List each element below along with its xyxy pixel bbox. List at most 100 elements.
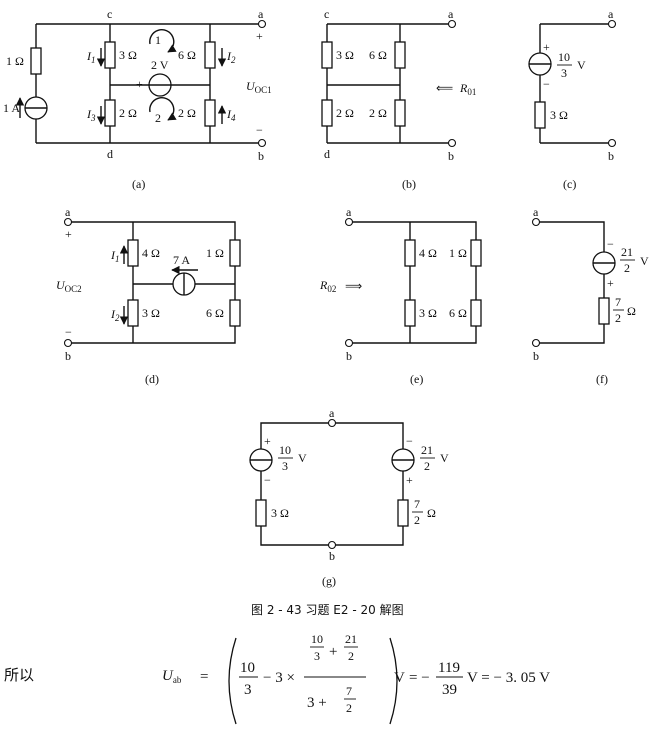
resistor-1ohm — [470, 239, 482, 267]
resistor-label: 2 Ω — [119, 106, 137, 120]
inner-a-numerator: 10 — [311, 632, 323, 646]
circuit-b: c d a b 3 Ω 6 Ω 2 Ω 2 Ω ⟸ R01 (b) — [321, 7, 476, 191]
resistor-label: 3 Ω — [419, 306, 437, 320]
output-voltage-label: UOC2 — [56, 278, 82, 294]
resistor-3ohm — [404, 299, 416, 327]
output-plus: + — [256, 29, 263, 43]
term1-numerator: 10 — [240, 660, 255, 676]
resistor-7-2ohm — [598, 297, 610, 325]
resistor-label: 6 Ω — [369, 48, 387, 62]
node-label-b: b — [533, 349, 539, 363]
resistor-label: 3 Ω — [142, 306, 160, 320]
equation-equals: = — [200, 669, 208, 685]
terminal-a-node — [344, 217, 354, 227]
resistor-label: 3 Ω — [271, 506, 289, 520]
resistor-numerator: 7 — [615, 295, 621, 309]
resistor-label: 4 Ω — [142, 246, 160, 260]
equation-equals-minus: = − — [409, 670, 430, 686]
terminal-b-node — [607, 138, 617, 148]
current-source-label: 1 A — [3, 101, 20, 115]
node-label-a: a — [448, 7, 454, 21]
arrow-left-icon: ⟸ — [436, 81, 453, 95]
terminal-b-node — [63, 338, 73, 348]
resistor-6ohm — [394, 41, 406, 69]
resistor-label: 3 Ω — [550, 108, 568, 122]
right-source-numerator: 21 — [421, 443, 433, 457]
source-denominator: 3 — [561, 66, 567, 80]
node-label-a: a — [533, 205, 539, 219]
circuit-c: a b + − 10 3 V 3 Ω (c) — [528, 7, 617, 191]
resistor-2ohm-right — [204, 99, 216, 127]
caption-a: (a) — [132, 177, 145, 191]
caption-f: (f) — [596, 372, 608, 386]
resistor-3ohm — [321, 41, 333, 69]
resistor-label: 1 Ω — [6, 54, 24, 68]
term1-denominator: 3 — [244, 682, 252, 698]
node-label-d: d — [324, 147, 330, 161]
arrow-right-icon: ⟹ — [345, 279, 362, 293]
terminal-a-node — [607, 19, 617, 29]
inner-b-numerator: 21 — [345, 632, 357, 646]
polarity-plus: + — [543, 40, 550, 54]
equation-lhs: Uab — [162, 668, 182, 685]
voltage-source-label: 2 V — [151, 58, 169, 72]
current-label: I3 — [86, 107, 96, 123]
polarity-plus: + — [607, 276, 614, 290]
node-label-c: c — [107, 7, 112, 21]
terminal-a-node — [531, 217, 541, 227]
resistor-7-2ohm — [397, 499, 409, 527]
inner-den-a: 3 + — [307, 695, 327, 711]
node-label-b: b — [329, 549, 335, 563]
polarity-minus: − — [406, 434, 413, 448]
resistor-label: 4 Ω — [419, 246, 437, 260]
node-label-b: b — [608, 149, 614, 163]
figure-caption: 图 2 - 43 习题 E2 - 20 解图 — [251, 603, 404, 617]
resistor-2ohm-right — [394, 99, 406, 127]
resistor-1ohm — [30, 47, 42, 75]
equation-minus-times: − 3 × — [263, 670, 295, 686]
current-label: I1 — [86, 49, 96, 65]
right-resistor-denominator: 2 — [414, 513, 420, 527]
node-label-b: b — [346, 349, 352, 363]
left-source-numerator: 10 — [279, 443, 291, 457]
inner-plus: + — [329, 644, 337, 660]
node-label-a: a — [346, 205, 352, 219]
terminal-a-node — [327, 418, 337, 428]
output-minus: − — [65, 325, 72, 339]
equation-prefix: 所以 — [4, 666, 34, 684]
result-numerator: 119 — [438, 660, 460, 676]
output-plus: + — [65, 227, 72, 241]
resistor-3ohm — [127, 299, 139, 327]
resistor-label: 1 Ω — [449, 246, 467, 260]
terminal-b-node — [327, 540, 337, 550]
circuit-d: a b + − UOC2 I1 I2 4 Ω 1 Ω 3 Ω 6 Ω 7 A (… — [56, 205, 241, 386]
polarity-minus: − — [607, 237, 614, 251]
current-label: I2 — [110, 307, 120, 323]
resistor-label: 3 Ω — [336, 48, 354, 62]
terminal-b-node — [344, 338, 354, 348]
terminal-a-node — [63, 217, 73, 227]
resistor-label: 6 Ω — [449, 306, 467, 320]
result-equation: 所以 Uab = 10 3 − 3 × 10 3 + 21 2 3 + 7 2 … — [4, 632, 550, 725]
resistor-4ohm — [404, 239, 416, 267]
equivalent-resistance-label: R01 — [459, 81, 476, 97]
right-source-unit: V — [440, 451, 449, 465]
loop-label: 1 — [155, 33, 161, 47]
node-label-c: c — [324, 7, 329, 21]
resistor-6ohm — [229, 299, 241, 327]
caption-b: (b) — [402, 177, 416, 191]
resistor-label: 3 Ω — [119, 48, 137, 62]
terminal-b-node — [257, 138, 267, 148]
right-resistor-numerator: 7 — [414, 497, 420, 511]
right-paren — [389, 637, 398, 725]
resistor-denominator: 2 — [615, 311, 621, 325]
polarity-minus: − — [543, 77, 550, 91]
polarity-plus: + — [406, 473, 413, 487]
result-denominator: 39 — [442, 682, 457, 698]
circuit-g: a b + − 10 3 V 3 Ω − + 21 2 V 7 2 Ω (g) — [249, 406, 449, 588]
resistor-label: 2 Ω — [369, 106, 387, 120]
inner-den-b-denominator: 2 — [346, 701, 352, 715]
resistor-label: 1 Ω — [206, 246, 224, 260]
polarity-minus: − — [264, 473, 271, 487]
